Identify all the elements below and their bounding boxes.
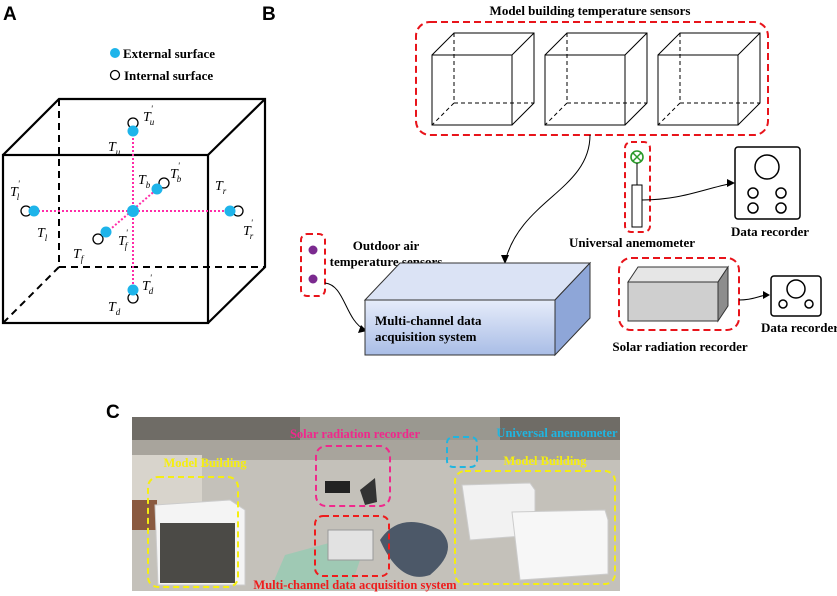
outdoor-sensor-icon (308, 245, 318, 255)
legend-external: External surface (123, 46, 215, 61)
photo-anemometer-box (446, 436, 478, 468)
internal-surface-legend-icon (109, 69, 121, 81)
anemometer-icon (630, 150, 644, 228)
photo-daq-box (314, 515, 390, 577)
label-t-b: Tb (138, 173, 151, 190)
solar-box (618, 257, 740, 331)
panel-a: A External surface Internal surface (1, 4, 267, 325)
outdoor-sensors-box (300, 233, 326, 297)
label-t-l: Tl (37, 226, 48, 243)
data-recorder-icon (734, 146, 801, 220)
panel-b: B Model building temperature sensors Out… (262, 3, 837, 357)
recorder1-label: Data recorder (731, 224, 809, 239)
label-t-f: Tf (73, 247, 85, 264)
photo-solar-label: Solar radiation recorder (290, 427, 421, 441)
connector (641, 182, 734, 201)
model-building-cube-icon (544, 32, 648, 126)
label-t-b-int: T'b (170, 161, 182, 184)
sensor-points (20, 117, 244, 304)
solar-label: Solar radiation recorder (612, 339, 748, 354)
model-building-right-box (454, 470, 616, 585)
solar-recorder-icon (627, 265, 729, 323)
anemometer-box (624, 141, 651, 233)
label-t-d: Td (108, 300, 121, 317)
daq-label-1: Multi-channel data (375, 313, 482, 328)
outdoor-sensor-icon (308, 274, 318, 284)
arrowhead (501, 255, 509, 264)
model-building-cube-icon (431, 32, 535, 126)
panel-c-label: C (106, 402, 120, 423)
model-building-cube-icon (657, 32, 761, 126)
external-surface-legend-icon (110, 48, 120, 58)
daq-system-box (363, 261, 592, 357)
photo-daq-label: Multi-channel data acquisition system (253, 578, 457, 592)
data-recorder-icon (770, 275, 822, 317)
label-t-u: Tu (108, 140, 121, 157)
recorder2-label: Data recorder (761, 320, 837, 335)
photo-solar-box (315, 445, 391, 507)
arrowhead (763, 291, 770, 299)
photo-model-right-label: Model Building (503, 454, 587, 468)
cube (1, 97, 267, 325)
label-t-l-int: T'l (10, 179, 21, 202)
site-photo (132, 417, 620, 591)
panel-c: C Model Building Solar radiation recorde… (106, 402, 620, 592)
daq-label-2: acquisition system (375, 329, 477, 344)
photo-model-left-label: Model Building (163, 456, 247, 470)
label-t-d-int: T'd (142, 273, 154, 296)
outdoor-label-1: Outdoor air (353, 238, 420, 253)
panel-b-label: B (262, 4, 276, 25)
model-sensors-box (415, 21, 769, 136)
panel-a-label: A (3, 4, 17, 25)
arrowhead (727, 179, 735, 187)
legend-internal: Internal surface (124, 68, 213, 83)
model-building-left-box (147, 476, 239, 588)
connector (504, 134, 591, 263)
label-t-u-int: T'u (143, 104, 155, 127)
label-t-r-int: T'r (243, 218, 254, 241)
label-t-r: Tr (215, 179, 227, 196)
label-t-f-int: T'f (118, 228, 129, 251)
point-labels: Tu T'uTd T'd Tl T'l TrT'r Tb T'bTf T'f (10, 104, 254, 317)
model-sensors-label: Model building temperature sensors (490, 3, 691, 18)
connector (324, 282, 366, 331)
photo-anemometer-label: Universal anemometer (496, 426, 618, 440)
model-building-cubes (431, 32, 761, 126)
anemometer-label: Universal anemometer (569, 235, 695, 250)
